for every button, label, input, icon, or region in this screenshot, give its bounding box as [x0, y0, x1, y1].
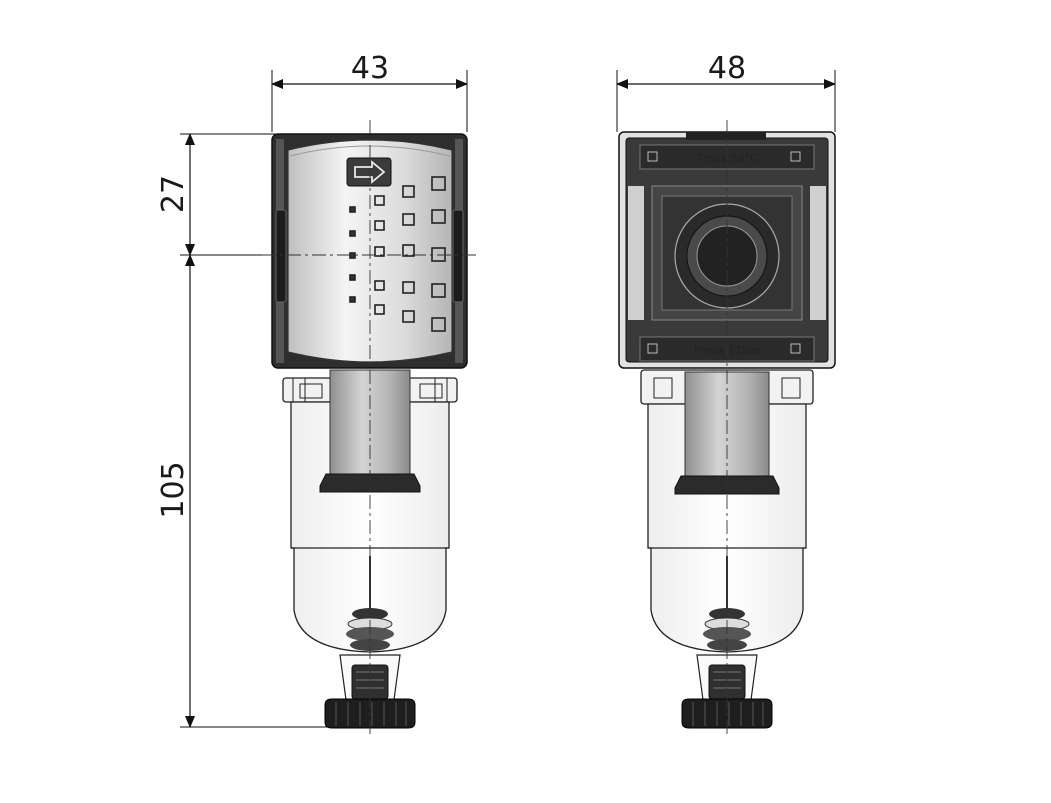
- front-filter-bowl: [290, 369, 450, 653]
- dimension-front-width: 43: [271, 51, 468, 132]
- front-dot-pattern: [349, 176, 446, 332]
- front-width-label: 43: [351, 51, 389, 86]
- total-height-label: 105: [156, 461, 191, 518]
- front-head-housing: [271, 133, 468, 369]
- dimension-upper-height: 27: [156, 133, 286, 256]
- side-width-label: 48: [708, 51, 746, 86]
- side-view: Tmax 50°C Pmax 12bar: [618, 120, 836, 738]
- front-view: [262, 120, 478, 738]
- flow-direction-arrow-icon: [346, 157, 392, 187]
- dimension-side-width: 48: [616, 51, 836, 132]
- dimension-total-height: 105: [156, 254, 330, 728]
- upper-height-label: 27: [156, 175, 191, 213]
